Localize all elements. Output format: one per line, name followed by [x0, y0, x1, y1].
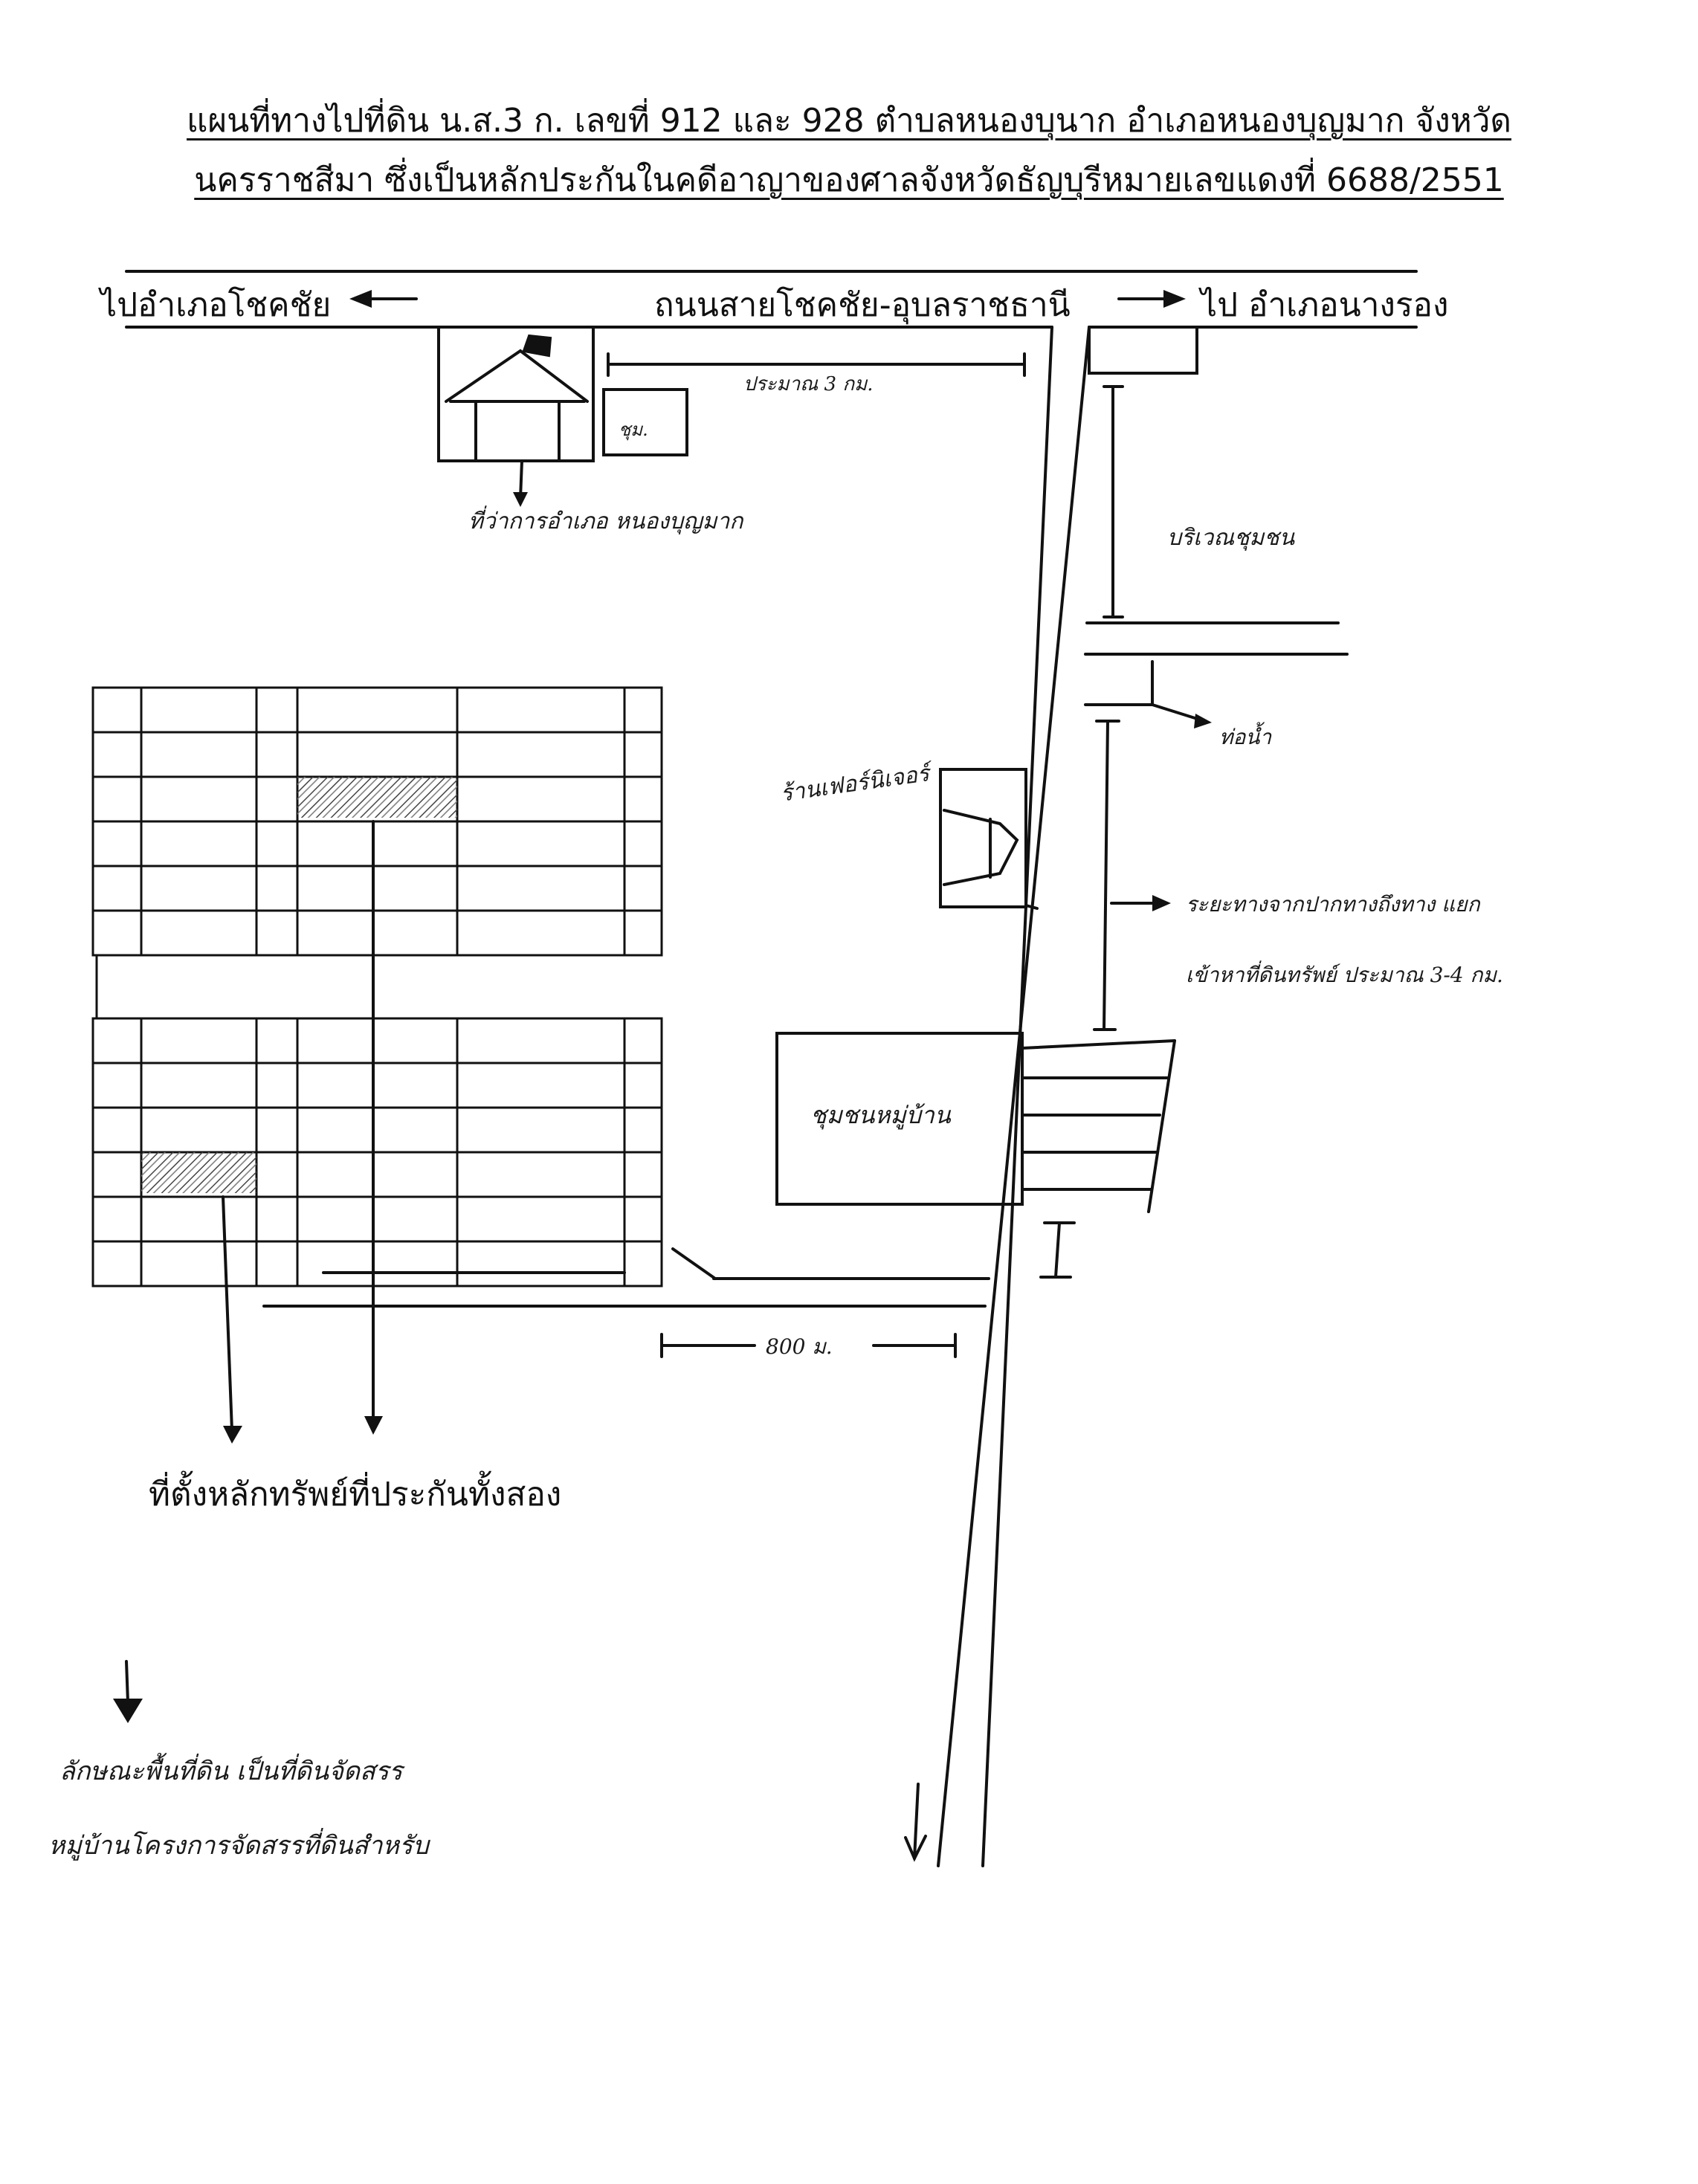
side-road-left-edge: [981, 326, 1053, 1867]
district-office-label: ที่ว่าการอำเภอ หนองบุญมาก: [468, 508, 743, 534]
road-name: ถนนสายโชคชัย-อุบลราชธานี: [654, 286, 1071, 324]
distance-description-line-1: ระยะทางจากปากทางถึงทาง แยก: [1186, 892, 1480, 917]
collateral-plot-1: [297, 777, 457, 818]
collateral-plot-2: [141, 1152, 256, 1193]
culvert-label: ท่อน้ำ: [1219, 725, 1272, 749]
police-box-label: ชุม.: [619, 419, 648, 440]
map-title-line-1: แผนที่ทางไปที่ดิน น.ส.3 ก. เลขที่ 912 แล…: [187, 102, 1511, 140]
direction-to-nangrong: ไป อำเภอนางรอง: [1201, 286, 1449, 324]
land-note-line-1: ลักษณะพื้นที่ดิน เป็นที่ดินจัดสรร: [59, 1757, 403, 1786]
distance-description-line-2: เข้าหาที่ดินทรัพย์ ประมาณ 3-4 กม.: [1186, 963, 1503, 987]
village-label: ชุมชนหมู่บ้าน: [810, 1101, 951, 1129]
community-area-label: บริเวณชุมชน: [1167, 525, 1295, 551]
subdivision-grid: [91, 686, 663, 1288]
side-road-right-edge: [937, 326, 1091, 1867]
direction-to-chokchai: ไปอำเภอโชคชัย: [100, 286, 332, 324]
distance-3km-label: ประมาณ 3 กม.: [743, 373, 874, 395]
map-title-line-2: นครราชสีมา ซึ่งเป็นหลักประกันในคดีอาญาขอ…: [194, 161, 1504, 199]
distance-800m-label: 800 ม.: [766, 1334, 833, 1359]
land-note-line-2: หมู่บ้านโครงการจัดสรรที่ดินสำหรับ: [48, 1831, 429, 1861]
collateral-location-label: ที่ตั้งหลักทรัพย์ที่ประกันทั้งสอง: [149, 1476, 562, 1513]
